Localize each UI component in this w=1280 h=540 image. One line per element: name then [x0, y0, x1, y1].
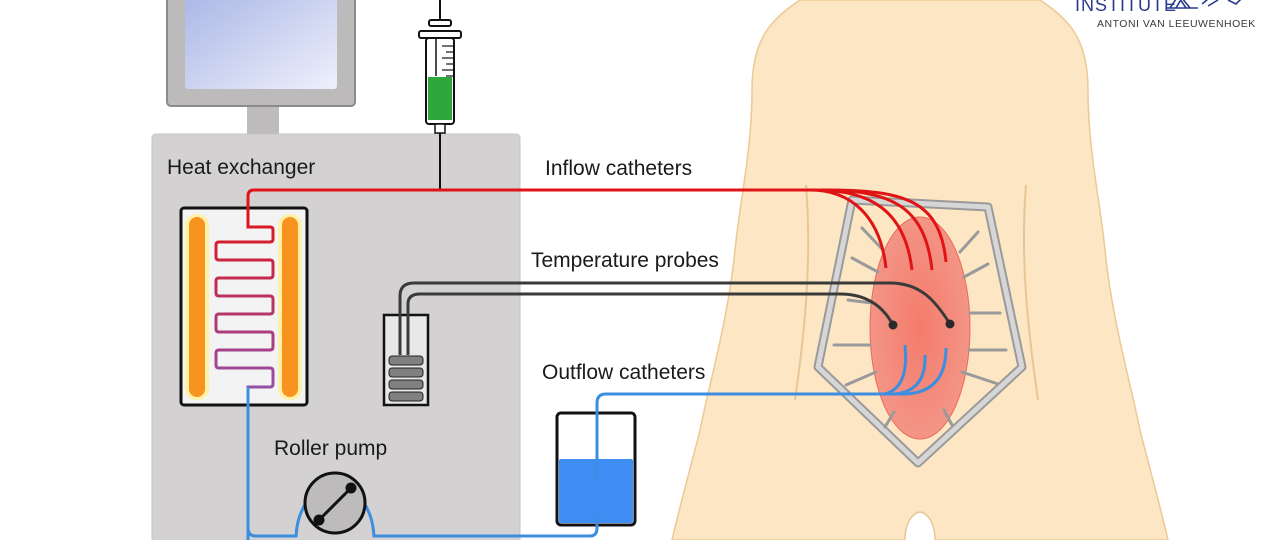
syringe — [418, 0, 462, 190]
probe-tip-1 — [888, 320, 898, 330]
monitor-screen — [185, 0, 337, 89]
roller-pump-label: Roller pump — [274, 437, 387, 460]
inflow-catheters-label: Inflow catheters — [545, 157, 692, 180]
logo-title: INSTITUTE — [1075, 0, 1177, 15]
reservoir-fluid — [559, 459, 633, 523]
outflow-catheters — [595, 344, 948, 480]
logo-mark-icon — [1166, 0, 1219, 9]
syringe-drug — [428, 77, 452, 120]
institute-logo: INSTITUTE ANTONI VAN LEEUWENHOEK — [1075, 0, 1256, 30]
temperature-probes-label: Temperature probes — [531, 249, 719, 272]
probe-tip-2 — [945, 319, 955, 329]
heating-element-right — [282, 217, 298, 397]
heating-element-left — [189, 217, 205, 397]
temperature-monitor-module — [382, 313, 430, 407]
inflow-catheters — [809, 188, 948, 271]
heat-exchanger-unit — [179, 206, 309, 540]
heat-exchanger-coil — [214, 210, 275, 540]
inflow-tubing — [246, 188, 815, 210]
peritoneal-cavity — [869, 216, 971, 440]
logo-subtitle: ANTONI VAN LEEUWENHOEK — [1097, 18, 1256, 30]
temperature-probes — [398, 281, 952, 355]
abdominal-retractor-frame — [813, 195, 1027, 468]
outflow-catheters-label: Outflow catheters — [542, 361, 705, 384]
roller-pump — [303, 471, 367, 535]
heat-exchanger-label: Heat exchanger — [167, 156, 315, 179]
retractor-spokes — [832, 226, 1008, 429]
